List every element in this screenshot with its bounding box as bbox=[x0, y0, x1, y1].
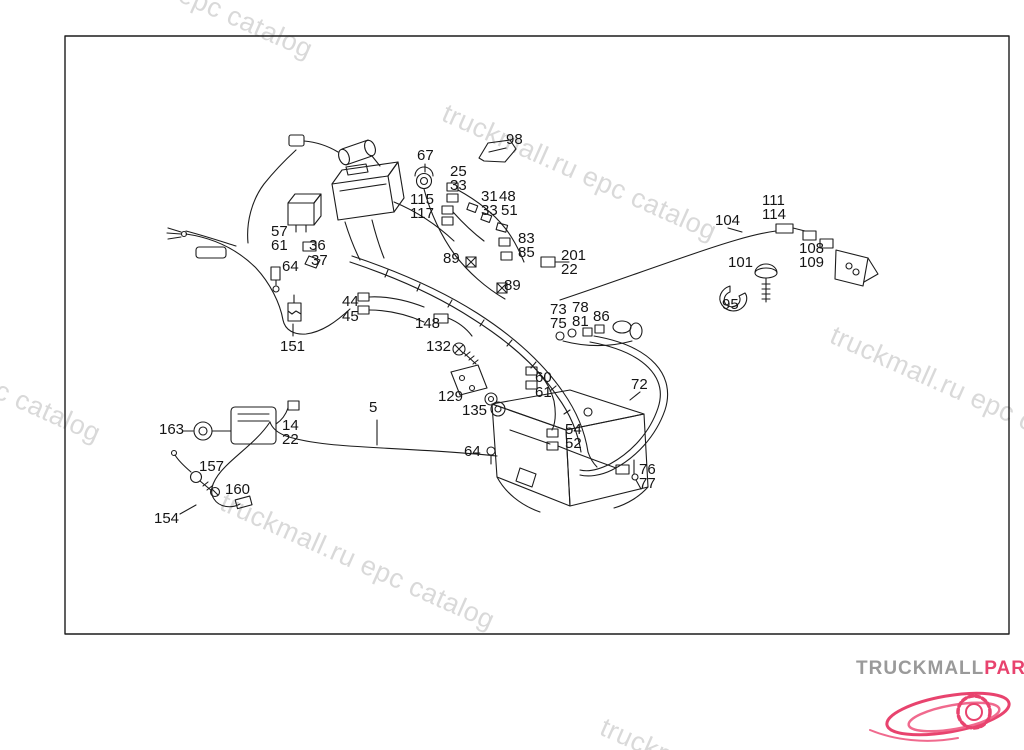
right-branch bbox=[559, 223, 879, 301]
bottom-left-wire bbox=[170, 421, 271, 515]
control-module bbox=[331, 161, 455, 261]
hook-95 bbox=[719, 285, 748, 312]
connectors-54-52 bbox=[546, 428, 617, 469]
connectors-83-85 bbox=[498, 237, 513, 261]
logo-accent: PARTS bbox=[984, 658, 1024, 679]
connector-201-22 bbox=[540, 256, 570, 268]
logo-brand: TRUCKMALL bbox=[856, 658, 985, 679]
connectors-25-33-115-117 bbox=[441, 182, 459, 226]
clips-89 bbox=[465, 256, 508, 294]
ignition-coil bbox=[288, 134, 381, 167]
grommet-101 bbox=[754, 263, 778, 303]
main-trunk bbox=[349, 255, 598, 468]
grommet-163 bbox=[182, 421, 213, 441]
battery-box bbox=[491, 389, 649, 513]
mid-wires bbox=[423, 188, 525, 300]
left-pigtail bbox=[166, 149, 351, 335]
bracket-129-nut-135 bbox=[450, 364, 506, 417]
clip-151 bbox=[287, 294, 302, 337]
junction-box-14-22 bbox=[211, 400, 300, 445]
diagram-frame bbox=[64, 35, 1010, 635]
wire-5 bbox=[269, 419, 498, 457]
plug-64 bbox=[270, 266, 281, 293]
logo-text: TRUCKMALLPARTS bbox=[856, 658, 1024, 680]
clamp-148-132 bbox=[433, 313, 479, 365]
small-keys bbox=[302, 241, 321, 269]
parts-76-77 bbox=[615, 459, 642, 490]
site-logo: TRUCKMALLPARTS bbox=[856, 658, 1024, 750]
connectors-44-45 bbox=[357, 292, 425, 323]
relay-box bbox=[287, 193, 322, 233]
logo-swoosh-icon bbox=[869, 691, 1011, 742]
bracket-98 bbox=[478, 139, 517, 163]
connectors-60-61 bbox=[525, 366, 556, 431]
cable-loop-72 bbox=[579, 335, 669, 477]
sensor-67 bbox=[414, 163, 434, 190]
fittings-73-86 bbox=[555, 320, 643, 346]
